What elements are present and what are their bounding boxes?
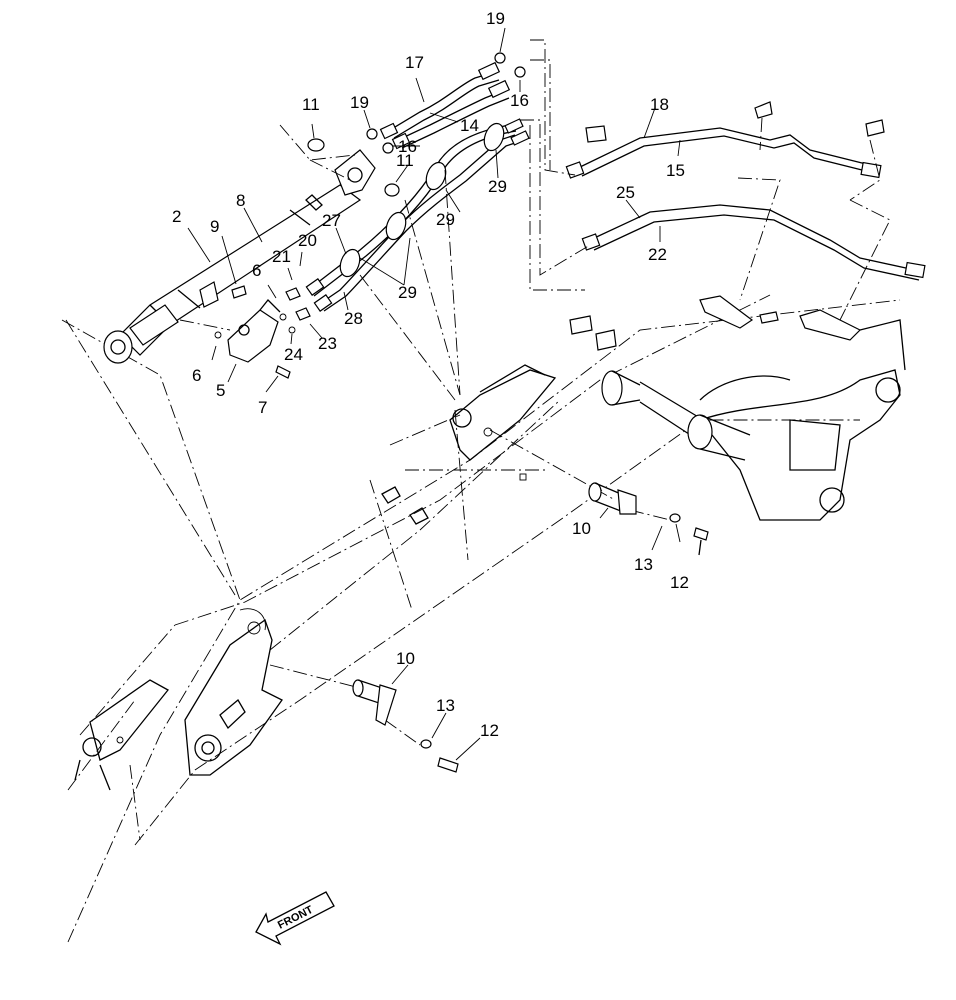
pin-assembly-lower: [352, 679, 459, 773]
callout-2: 2: [172, 207, 181, 226]
callout-8: 8: [236, 191, 245, 210]
callout-27: 27: [322, 211, 341, 230]
callout-7: 7: [258, 398, 267, 417]
callout-18: 18: [650, 95, 669, 114]
boom-cylinder: [103, 149, 376, 364]
callout-28: 28: [344, 309, 363, 328]
callout-29-top: 29: [488, 177, 507, 196]
callout-19-lower: 19: [350, 93, 369, 112]
hoses: [305, 61, 926, 351]
callout-20: 20: [298, 231, 317, 250]
boom-foot-pin: [601, 370, 751, 461]
callout-13-lower: 13: [436, 696, 455, 715]
callout-16-upper: 16: [510, 91, 529, 110]
valve-fittings: [214, 285, 311, 379]
callout-10-lower: 10: [396, 649, 415, 668]
boom: [61, 294, 906, 943]
front-arrow-icon: FRONT: [255, 891, 335, 946]
callout-29-mid: 29: [436, 210, 455, 229]
callout-labels: 2 6 6 5 7 8 9 10 10 11 11 12 12 13 13 14…: [172, 9, 689, 740]
valve-block: [227, 299, 281, 363]
callout-19-upper: 19: [486, 9, 505, 28]
callout-29-bottom: 29: [398, 283, 417, 302]
pin-assembly-upper: [588, 482, 709, 556]
callout-15: 15: [666, 161, 685, 180]
callout-12-lower: 12: [480, 721, 499, 740]
callout-13-upper: 13: [634, 555, 653, 574]
callout-21: 21: [272, 247, 291, 266]
callout-22: 22: [648, 245, 667, 264]
callout-9: 9: [210, 217, 219, 236]
washers: [307, 52, 526, 197]
callout-24: 24: [284, 345, 303, 364]
callout-12-upper: 12: [670, 573, 689, 592]
callout-10-upper: 10: [572, 519, 591, 538]
callout-6-lower: 6: [192, 366, 201, 385]
callout-11-left: 11: [302, 95, 320, 114]
leader-lines: [179, 39, 891, 746]
callout-11-right: 11: [396, 151, 414, 170]
callout-6-upper: 6: [252, 261, 261, 280]
callout-leaders: [187, 27, 681, 761]
callout-17: 17: [405, 53, 424, 72]
callout-23: 23: [318, 334, 337, 353]
callout-25: 25: [616, 183, 635, 202]
callout-5: 5: [216, 381, 225, 400]
callout-14: 14: [460, 116, 479, 135]
callout-16-lower: 16: [398, 137, 417, 156]
